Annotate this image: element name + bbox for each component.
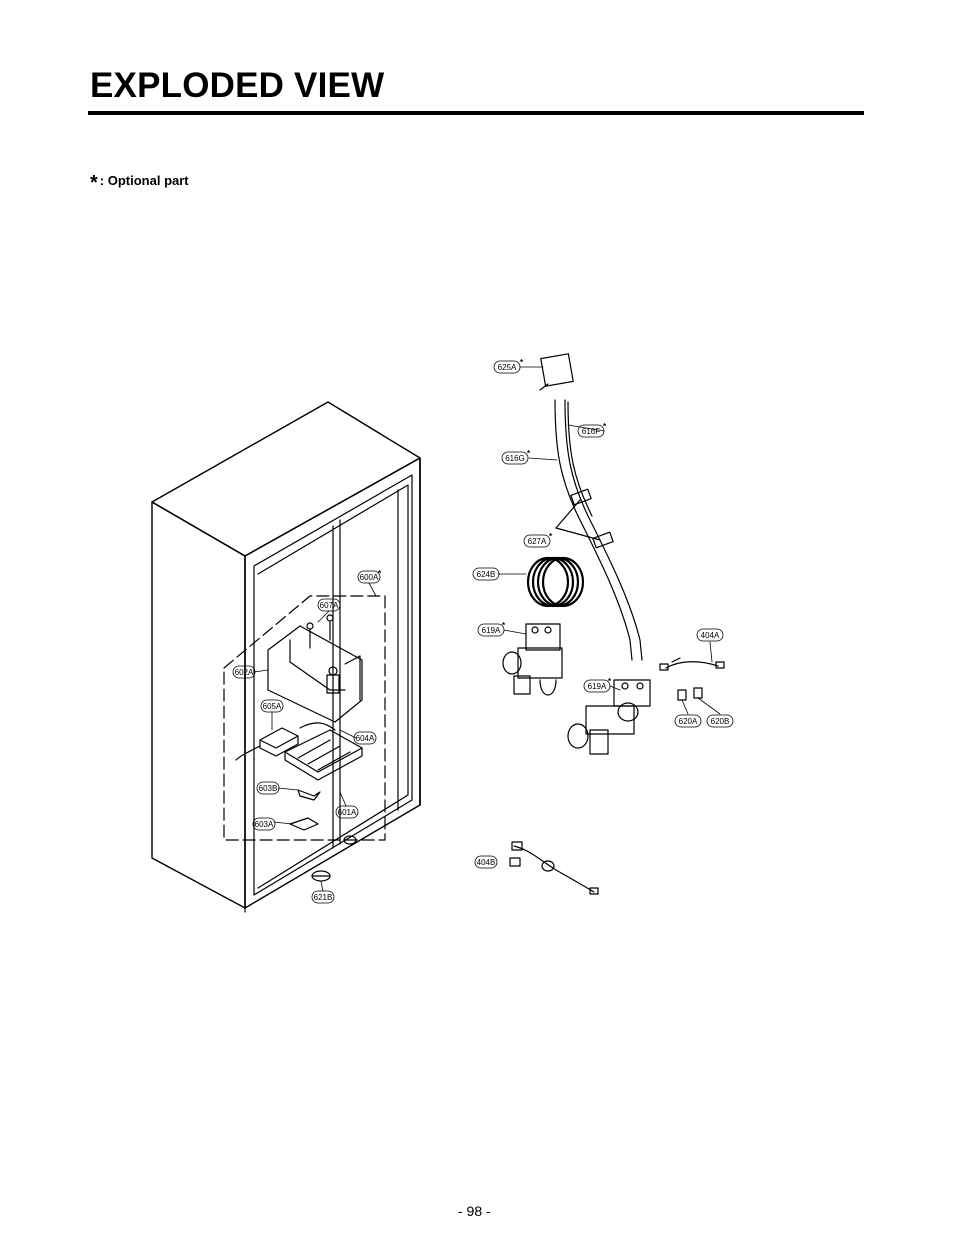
- svg-text:*: *: [502, 621, 506, 630]
- svg-text:607A: 607A: [320, 601, 339, 610]
- svg-text:600A: 600A: [360, 573, 379, 582]
- optional-part-legend: *: Optional part: [90, 172, 189, 195]
- svg-text:601A: 601A: [338, 808, 357, 817]
- svg-text:*: *: [527, 449, 531, 458]
- callout-620a: 620A: [674, 714, 702, 728]
- page-title: EXPLODED VIEW: [90, 66, 385, 105]
- leader-lines: [253, 366, 721, 892]
- callout-601a: 601A: [335, 805, 359, 819]
- svg-text:616F: 616F: [582, 427, 600, 436]
- svg-text:603A: 603A: [255, 820, 274, 829]
- svg-text:*: *: [520, 358, 524, 367]
- svg-text:404A: 404A: [701, 631, 720, 640]
- svg-text:602A: 602A: [235, 668, 254, 677]
- callout-627a: 627A *: [523, 532, 553, 548]
- svg-text:620A: 620A: [679, 717, 698, 726]
- part-callouts: 625A * 616F * 616G * 627A * 624B 619A *: [232, 358, 734, 904]
- optional-star-symbol: *: [90, 172, 98, 194]
- tube-coil: [526, 556, 585, 608]
- svg-text:621B: 621B: [314, 893, 333, 902]
- svg-text:624B: 624B: [477, 570, 496, 579]
- svg-text:*: *: [378, 569, 382, 578]
- callout-619a-upper: 619A *: [477, 621, 506, 637]
- svg-text:619A: 619A: [588, 682, 607, 691]
- svg-text:625A: 625A: [498, 363, 517, 372]
- wire-harness-404b: [509, 841, 599, 895]
- water-valve-lower: [567, 679, 651, 755]
- callout-620b: 620B: [706, 714, 734, 728]
- callout-404a: 404A: [696, 628, 724, 642]
- svg-text:*: *: [603, 422, 607, 431]
- svg-text:404B: 404B: [477, 858, 496, 867]
- refrigerator-cabinet: [151, 401, 421, 913]
- callout-603b: 603B: [256, 781, 280, 795]
- svg-text:616G: 616G: [505, 454, 525, 463]
- dispenser-parts: [235, 614, 363, 882]
- svg-text:603B: 603B: [259, 784, 278, 793]
- svg-text:620B: 620B: [711, 717, 730, 726]
- callout-624b: 624B: [472, 567, 500, 581]
- callout-600a: 600A *: [357, 569, 382, 584]
- callout-619a-lower: 619A *: [583, 677, 612, 693]
- svg-text:619A: 619A: [482, 626, 501, 635]
- svg-text:*: *: [549, 532, 553, 541]
- callout-605a: 605A: [260, 699, 284, 713]
- callout-616f: 616F *: [577, 422, 607, 438]
- wire-harness-404a: [659, 657, 725, 671]
- water-tubes: [539, 353, 643, 661]
- callout-607a: 607A: [317, 598, 341, 612]
- svg-text:605A: 605A: [263, 702, 282, 711]
- callout-621b: 621B: [311, 890, 335, 904]
- callout-604a: 604A: [353, 731, 377, 745]
- svg-text:*: *: [608, 677, 612, 686]
- callout-602a: 602A: [232, 665, 256, 679]
- svg-text:627A: 627A: [528, 537, 547, 546]
- svg-text:604A: 604A: [356, 734, 375, 743]
- water-valve-upper: [502, 623, 563, 696]
- callout-603a: 603A: [252, 817, 276, 831]
- callout-404b: 404B: [474, 855, 498, 869]
- page-number: - 98 -: [458, 1203, 491, 1219]
- dispenser-assembly-outline: [223, 595, 386, 841]
- legend-text: : Optional part: [99, 173, 189, 188]
- callout-625a: 625A *: [493, 358, 524, 374]
- title-rule: [88, 111, 864, 115]
- callout-616g: 616G *: [501, 449, 531, 465]
